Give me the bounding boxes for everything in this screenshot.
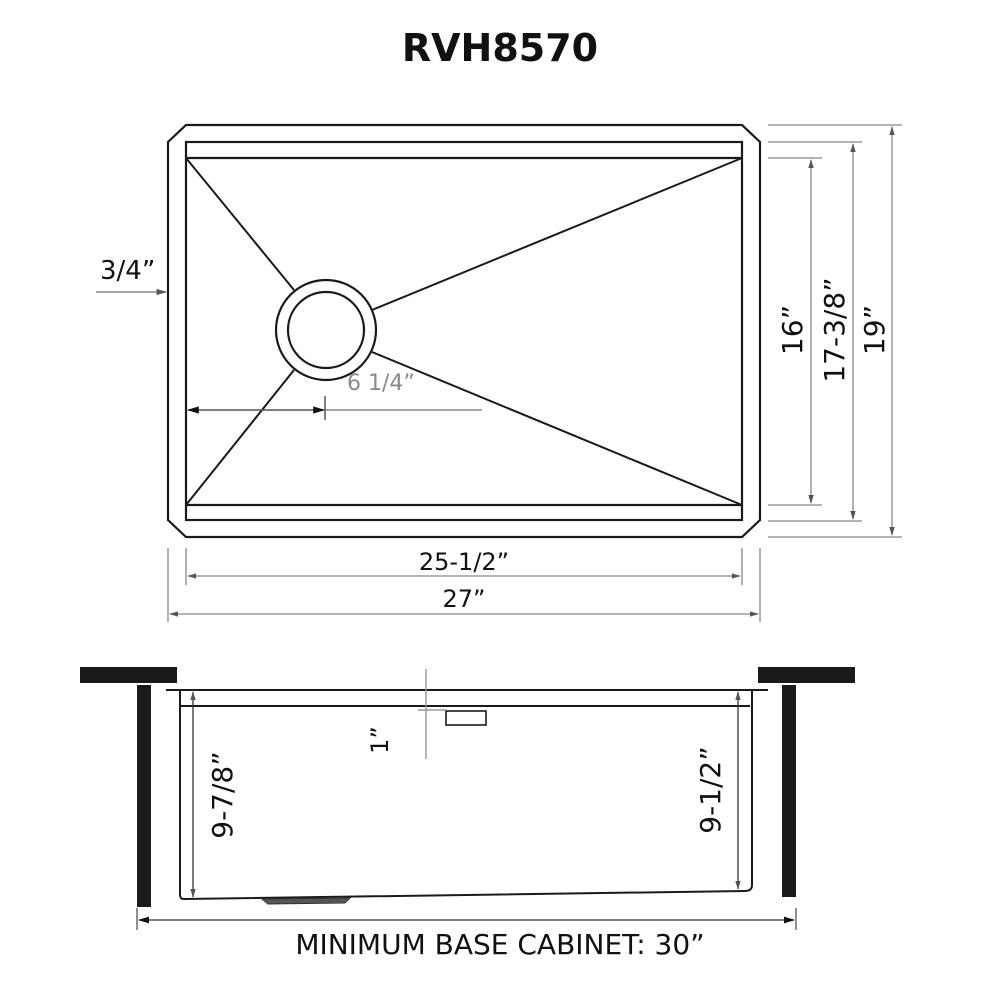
top-view: 3/4” 6 1/4” 25-1/2” 27” 16” 17-3/8” 19” bbox=[96, 123, 902, 622]
cabinet-wall-left bbox=[137, 685, 151, 907]
sink-profile bbox=[179, 690, 753, 901]
dim-left-height: 9-7/8” bbox=[206, 751, 239, 839]
dim-drain-offset: 6 1/4” bbox=[347, 371, 415, 396]
dim-mid-depth: 17-3/8” bbox=[818, 277, 851, 382]
countertop-right bbox=[758, 667, 855, 683]
countertop-left bbox=[80, 667, 177, 683]
drain-inner bbox=[286, 290, 366, 370]
dim-outer-width: 27” bbox=[443, 585, 486, 613]
dim-inner-width: 25-1/2” bbox=[419, 548, 509, 576]
cabinet-wall-right bbox=[782, 685, 796, 897]
side-view: 1” 9-7/8” 9-1/2” bbox=[80, 667, 855, 930]
dim-rim-left: 3/4” bbox=[100, 256, 155, 286]
minimum-cabinet-label: MINIMUM BASE CABINET: 30” bbox=[295, 928, 705, 961]
drain-box bbox=[445, 710, 487, 726]
inner-bowl bbox=[184, 140, 744, 522]
dim-inner-depth: 16” bbox=[776, 305, 809, 355]
outer-flange bbox=[166, 123, 762, 539]
dim-outer-depth: 19” bbox=[858, 305, 891, 355]
model-title: RVH8570 bbox=[401, 26, 599, 70]
dim-ledge: 1” bbox=[366, 726, 394, 754]
dim-right-height: 9-1/2” bbox=[694, 746, 727, 834]
